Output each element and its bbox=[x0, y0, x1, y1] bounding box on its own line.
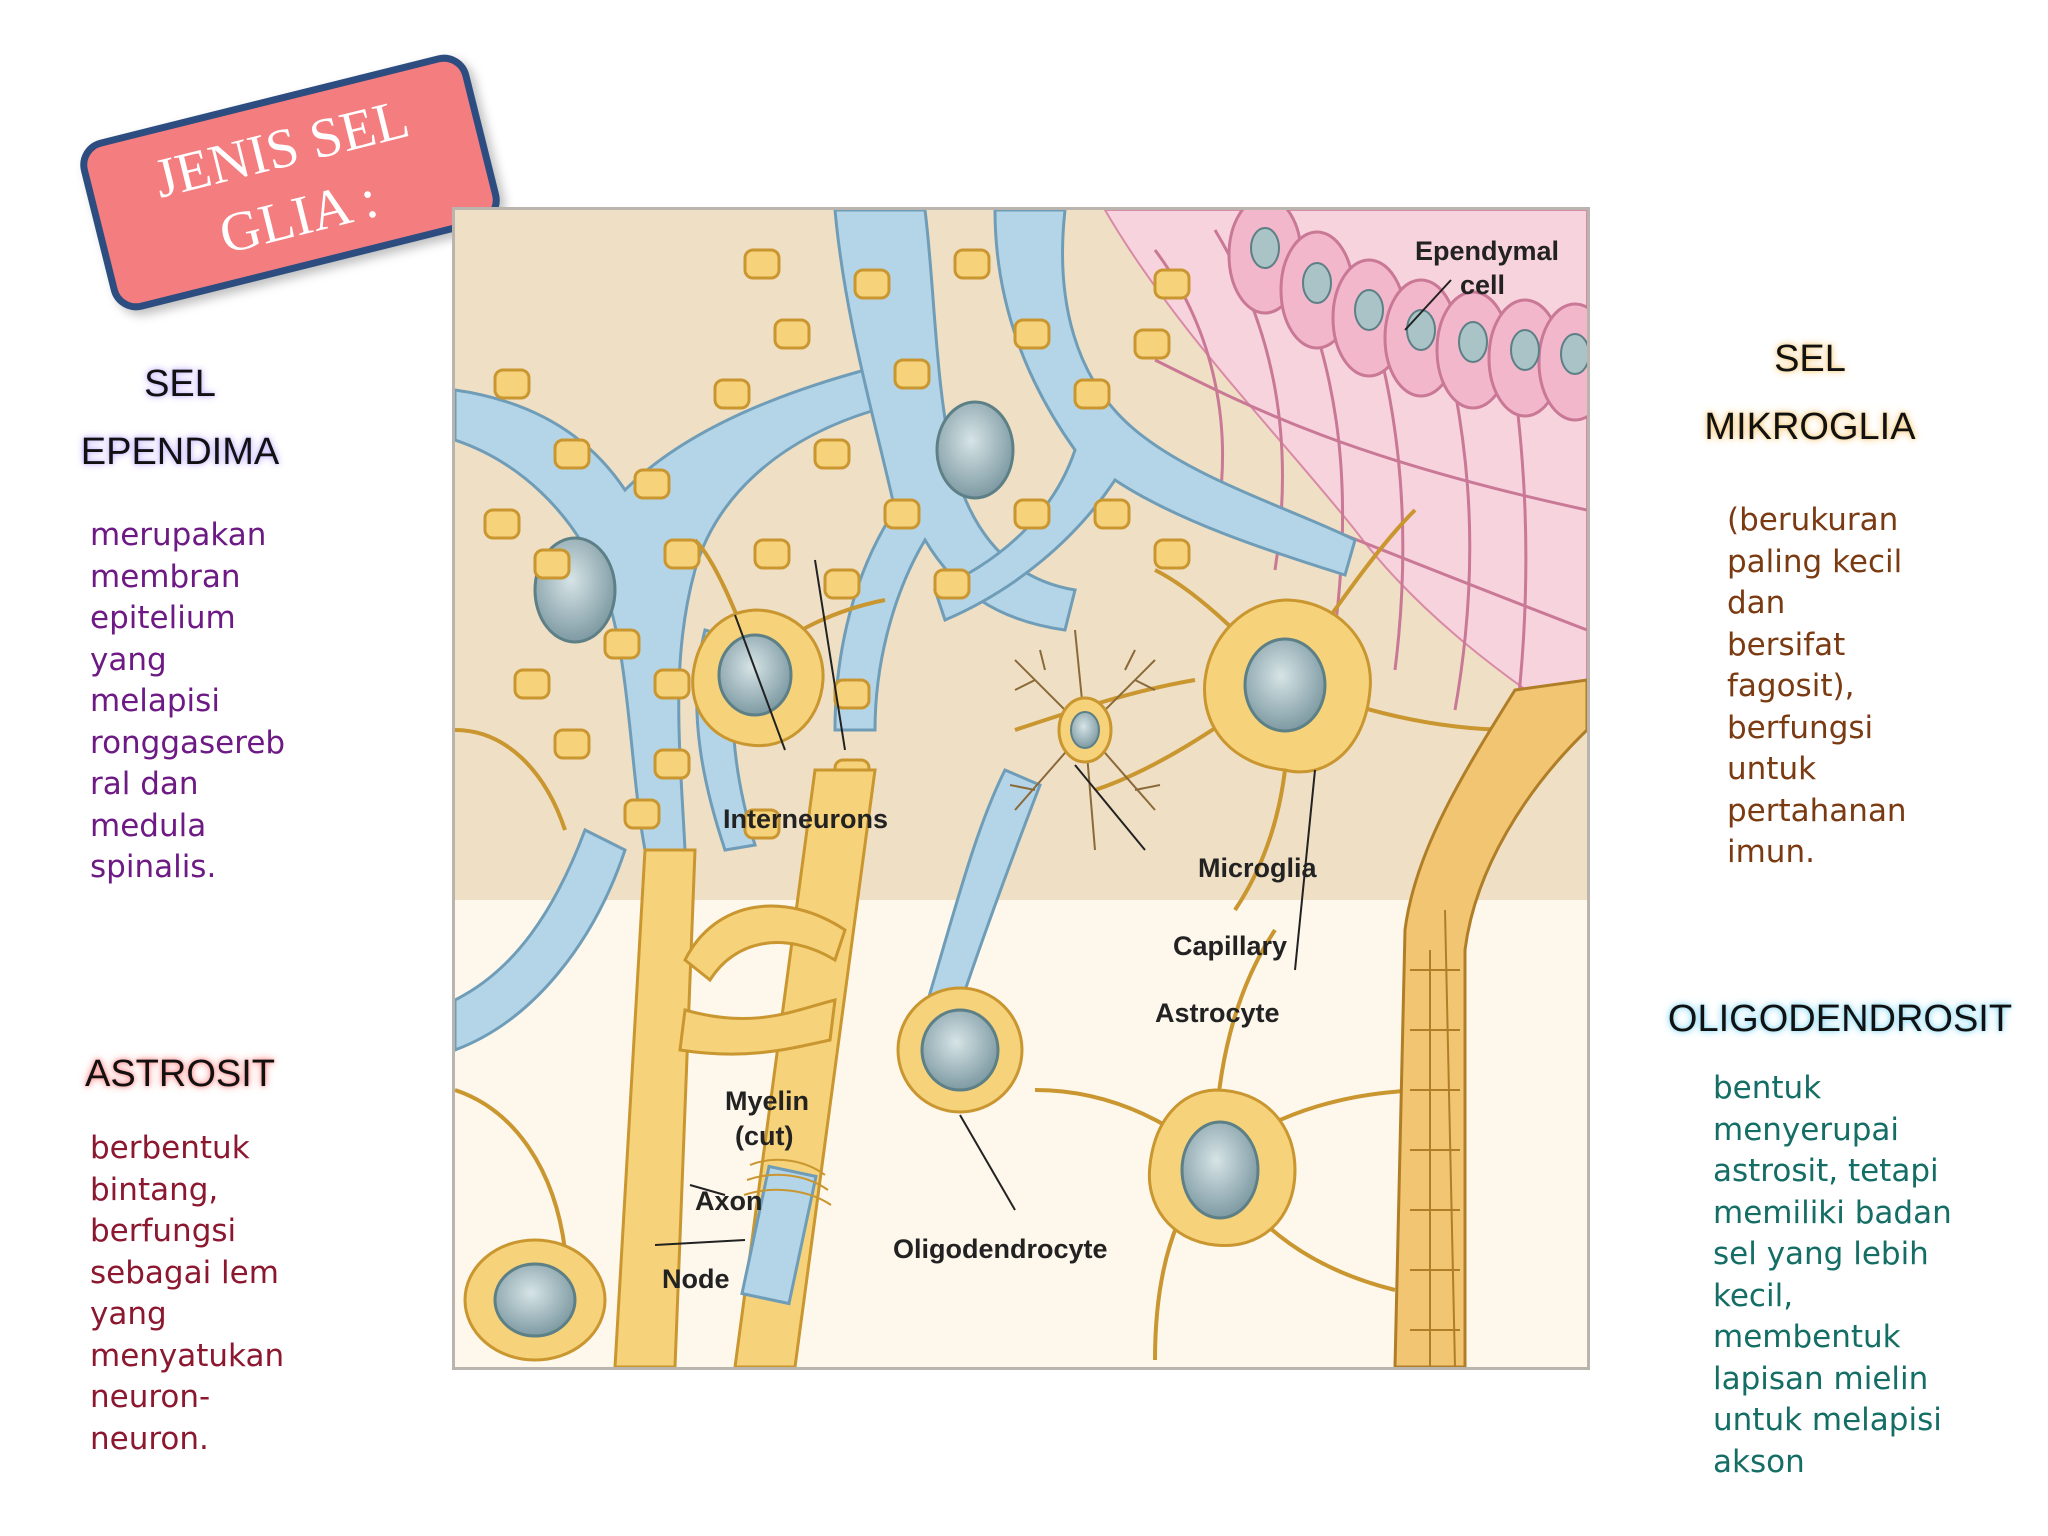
mikroglia-heading-line-1: SEL bbox=[1774, 338, 1846, 380]
label-leaders bbox=[654, 279, 1452, 1246]
microglia-nucleus bbox=[1070, 711, 1100, 749]
glia-nuclei bbox=[717, 633, 1327, 1220]
astrosit-heading: ASTROSIT bbox=[84, 1053, 276, 1095]
label-myelin-line-1: Myelin bbox=[725, 1086, 809, 1116]
label-capillary: Capillary bbox=[1173, 931, 1287, 961]
label-ependymal-line-2: cell bbox=[1460, 270, 1505, 300]
label-ependymal-line-1: Ependymal bbox=[1415, 236, 1559, 266]
label-astrocyte: Astrocyte bbox=[1155, 998, 1280, 1028]
label-interneurons: Interneurons bbox=[723, 804, 888, 834]
oligodendrosit-description: bentuk menyerupai astrosit, tetapi memil… bbox=[1713, 1070, 1952, 1480]
label-axon: Axon bbox=[695, 1186, 763, 1216]
glia-diagram: Ependymal cell Interneurons Microglia Ca… bbox=[452, 207, 1590, 1370]
label-microglia: Microglia bbox=[1198, 853, 1318, 883]
mikroglia-heading: SEL MIKROGLIA bbox=[1660, 325, 1960, 461]
astrosit-description: berbentuk bintang, berfungsi sebagai lem… bbox=[90, 1130, 285, 1457]
mikroglia-description: (berukuran paling kecil dan bersifat fag… bbox=[1727, 502, 1907, 870]
ependima-heading-line-1: SEL bbox=[144, 363, 216, 405]
axon-left bbox=[613, 848, 697, 1367]
title-badge: JENIS SEL GLIA : bbox=[74, 49, 506, 316]
ependima-heading-line-2: EPENDIMA bbox=[80, 431, 280, 473]
label-oligodendrocyte: Oligodendrocyte bbox=[893, 1234, 1108, 1264]
capillary bbox=[1393, 678, 1587, 1367]
myelin-loop bbox=[683, 904, 847, 983]
ependima-heading: SEL EPENDIMA bbox=[40, 350, 320, 486]
label-node: Node bbox=[662, 1264, 730, 1294]
mikroglia-heading-line-2: MIKROGLIA bbox=[1704, 406, 1916, 448]
capillary-wall-cells bbox=[1410, 909, 1460, 1367]
glia-illustration: Ependymal cell Interneurons Microglia Ca… bbox=[455, 210, 1587, 1367]
label-myelin-line-2: (cut) bbox=[735, 1121, 793, 1151]
oligodendrocyte-process bbox=[678, 998, 837, 1056]
ependymal-nuclei bbox=[1250, 227, 1587, 375]
axon-cut-section bbox=[740, 1164, 818, 1306]
microglia-cell bbox=[1009, 629, 1161, 851]
oligodendrocyte-nuclei bbox=[493, 1008, 1000, 1338]
oligodendrosit-heading: OLIGODENDROSIT bbox=[1667, 998, 2013, 1040]
myelin-rings bbox=[743, 1158, 832, 1206]
synaptic-knobs bbox=[483, 248, 1191, 840]
ependima-description: merupakan membran epitelium yang melapis… bbox=[90, 517, 286, 885]
